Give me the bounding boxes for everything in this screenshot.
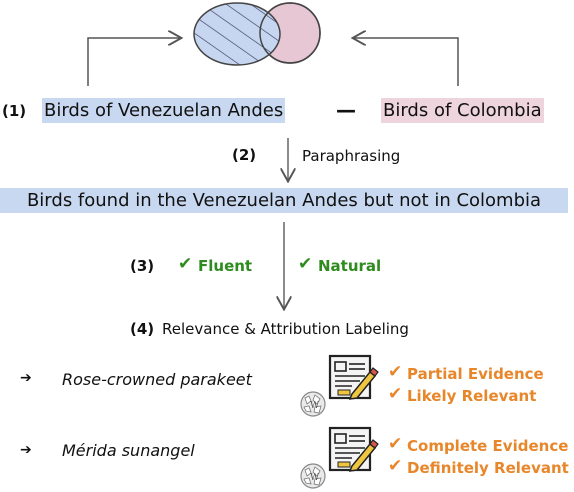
- step-3-label: (3): [130, 257, 155, 275]
- document-pen-icon: [328, 426, 379, 472]
- relevance-label: Likely Relevant: [407, 387, 537, 405]
- arrow-right-icon: ➔: [20, 370, 32, 386]
- checkmark-icon: ✔: [178, 254, 193, 274]
- set-difference-operator: —: [336, 98, 356, 122]
- paraphrasing-label: Paraphrasing: [302, 147, 401, 165]
- natural-check: Natural: [318, 257, 382, 275]
- right-connector-arrow: [354, 38, 459, 86]
- query-right-set: Birds of Colombia: [381, 98, 544, 123]
- relevance-label: Definitely Relevant: [407, 459, 569, 477]
- arrow-right-icon: ➔: [20, 442, 32, 458]
- evidence-label: Partial Evidence: [407, 365, 544, 383]
- checkmark-icon: ✔: [298, 254, 313, 274]
- svg-text:W: W: [310, 401, 320, 411]
- document-pen-icon: [328, 354, 379, 400]
- venn-diagram-icon: [193, 2, 321, 66]
- checkmark-icon: ✔: [388, 456, 403, 476]
- checkmark-icon: ✔: [388, 434, 403, 454]
- checkmark-icon: ✔: [388, 362, 403, 382]
- checkmark-icon: ✔: [388, 384, 403, 404]
- entity-name: Rose-crowned parakeet: [62, 370, 252, 389]
- step-4-label: (4): [130, 320, 155, 338]
- step-2-label: (2): [232, 146, 257, 164]
- wikipedia-globe-icon: W: [300, 463, 326, 489]
- entity-name: Mérida sunangel: [62, 441, 195, 460]
- paraphrased-query: Birds found in the Venezuelan Andes but …: [0, 188, 568, 213]
- wikipedia-globe-icon: W: [300, 391, 326, 417]
- step-1-label: (1): [2, 102, 27, 120]
- svg-text:W: W: [310, 473, 320, 483]
- left-connector-arrow: [87, 38, 180, 86]
- evidence-label: Complete Evidence: [407, 437, 569, 455]
- query-left-set: Birds of Venezuelan Andes: [42, 98, 286, 123]
- fluent-check: Fluent: [198, 257, 253, 275]
- labeling-title: Relevance & Attribution Labeling: [162, 320, 409, 338]
